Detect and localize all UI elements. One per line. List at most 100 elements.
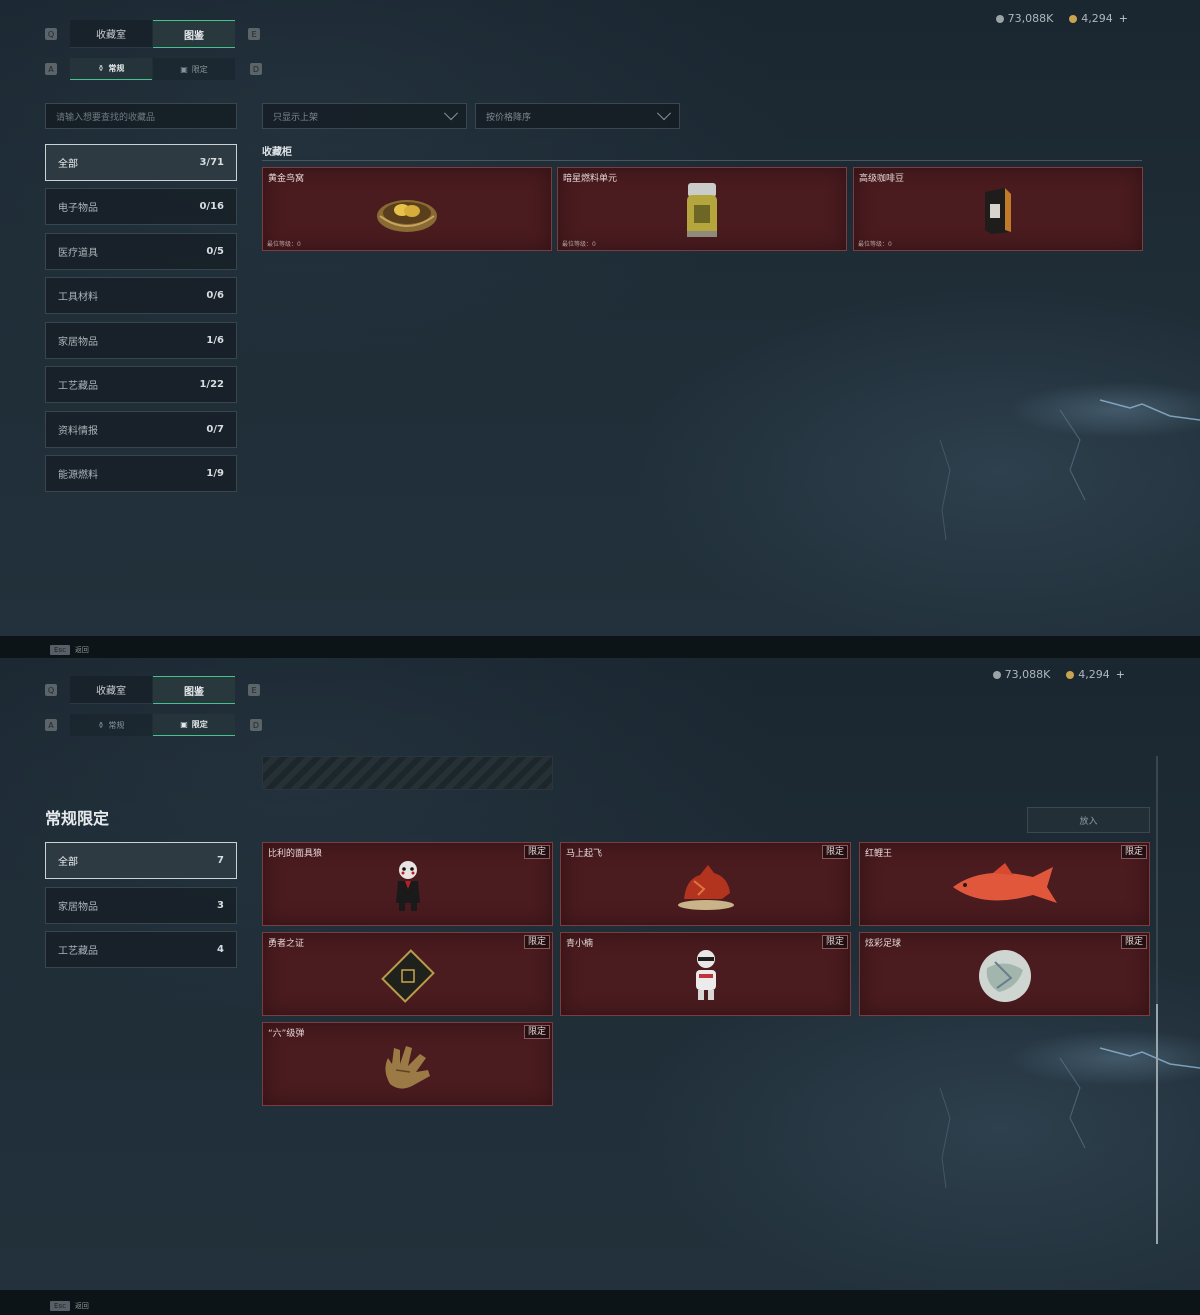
tab-regular-label: 常规 [108, 720, 125, 730]
screen-footer: Esc 返回 [0, 1290, 1200, 1315]
limited-badge: 限定 [1120, 935, 1147, 949]
item-card-coffee-beans[interactable]: 高级咖啡豆 最位等级：0 [853, 167, 1143, 251]
limited-item-card[interactable]: “六”级弹 限定 [262, 1022, 553, 1106]
section-title: 收藏柜 [262, 147, 292, 158]
key-hint-right: E [248, 684, 260, 696]
tab-limited[interactable]: ▣ 限定 [153, 58, 235, 80]
currency-bar: 73,088K 4,294+ [995, 12, 1128, 25]
gold-currency: 4,294+ [1069, 12, 1128, 25]
silver-amount: 73,088K [1004, 668, 1051, 681]
limited-item-card[interactable]: 比利的面具狼 限定 [262, 842, 553, 926]
add-currency-button[interactable]: + [1118, 12, 1128, 25]
item-name: 勇者之证 [268, 939, 305, 949]
tab-regular-label: 常规 [108, 64, 125, 73]
scrollbar[interactable] [1156, 756, 1158, 1244]
limited-badge: 限定 [523, 845, 550, 859]
limited-item-card[interactable]: 马上起飞 限定 [560, 842, 851, 926]
item-card-fuel-cell[interactable]: 暗星燃料单元 最位等级：0 [557, 167, 847, 251]
item-level: 最位等级：0 [562, 241, 596, 248]
item-name: 黄金鸟窝 [268, 174, 305, 184]
category-count: 0/16 [199, 201, 224, 212]
tab-regular[interactable]: ⚱ 常规 [70, 714, 152, 736]
collection-screen-regular: Q 收藏室 图鉴 E A ⚱ 常规 ▣ 限定 D 73,088K 4,294+ … [0, 0, 1200, 636]
key-hint-left: Q [45, 684, 57, 696]
esc-key: Esc [50, 1301, 70, 1311]
scrollbar-thumb[interactable] [1156, 1004, 1158, 1244]
gold-currency: 4,294 + [1066, 668, 1125, 681]
subkey-hint-right: D [250, 719, 262, 731]
category-label: 电子物品 [58, 203, 98, 214]
gold-coin-icon [1066, 671, 1075, 679]
silver-coin-icon [995, 15, 1004, 23]
limited-item-card[interactable]: 红鲤王 限定 [859, 842, 1150, 926]
limited-item-card[interactable]: 勇者之证 限定 [262, 932, 553, 1016]
tab-limited-label: 限定 [191, 64, 208, 74]
item-name: 暗星燃料单元 [563, 174, 618, 184]
red-horse-icon [677, 864, 734, 910]
silver-currency: 73,088K [992, 668, 1051, 681]
limited-item-card[interactable]: 青小楠 限定 [560, 932, 851, 1016]
category-count: 3/71 [199, 157, 224, 168]
item-name: 高级咖啡豆 [859, 174, 905, 184]
tab-limited[interactable]: ▣ 限定 [153, 714, 235, 736]
filter-dropdown[interactable]: 只显示上架 [262, 103, 467, 129]
lightning-icon [939, 399, 1200, 540]
tab-regular[interactable]: ⚱ 常规 [70, 58, 152, 80]
tab-collection-room[interactable]: 收藏室 [70, 20, 152, 48]
limited-banner [262, 756, 553, 790]
item-card-golden-nest[interactable]: 黄金鸟窝 最位等级：0 [262, 167, 552, 251]
golden-nest-icon [377, 199, 437, 232]
gold-amount: 4,294 [1078, 668, 1110, 681]
category-count: 7 [217, 855, 224, 866]
subkey-hint-left: A [45, 719, 57, 731]
item-level: 最位等级：0 [858, 241, 892, 248]
esc-key: Esc [50, 645, 70, 655]
item-name: “六”级弹 [268, 1029, 305, 1039]
category-electronics[interactable]: 电子物品 0/16 [45, 188, 237, 225]
add-currency-button[interactable]: + [1115, 668, 1125, 681]
tab-codex[interactable]: 图鉴 [153, 676, 235, 704]
tab-limited-label: 限定 [191, 720, 208, 729]
esc-back-hint[interactable]: Esc 返回 [50, 645, 89, 655]
red-carp-icon [952, 862, 1057, 903]
limited-badge: 限定 [821, 935, 848, 949]
box-icon: ▣ [180, 720, 188, 729]
category-label: 工艺藏品 [58, 946, 98, 957]
tab-collection-room[interactable]: 收藏室 [70, 676, 152, 704]
category-count: 1/9 [206, 468, 224, 479]
search-input[interactable]: 请输入想要查找的收藏品 [45, 103, 237, 129]
category-label: 家居物品 [58, 337, 98, 348]
search-placeholder: 请输入想要查找的收藏品 [56, 112, 156, 123]
tab-codex[interactable]: 图鉴 [153, 20, 235, 48]
esc-label: 返回 [74, 646, 89, 654]
limited-item-card[interactable]: 炫彩足球 限定 [859, 932, 1150, 1016]
chevron-down-icon [656, 106, 672, 121]
lightning-decoration [880, 1028, 1200, 1188]
robot-figure-icon [695, 949, 716, 1000]
silver-currency: 73,088K [995, 12, 1053, 25]
coffee-bag-icon [985, 187, 1011, 234]
section-divider [262, 160, 1142, 161]
bottle-icon: ⚱ [97, 720, 105, 730]
category-count: 0/7 [206, 424, 224, 435]
put-in-button[interactable]: 放入 [1027, 807, 1150, 833]
limited-badge: 限定 [1120, 845, 1147, 859]
filter-label: 只显示上架 [273, 112, 319, 123]
item-name: 青小楠 [566, 939, 594, 949]
limited-badge: 限定 [821, 845, 848, 859]
item-name: 马上起飞 [566, 849, 603, 859]
item-level: 最位等级：0 [267, 241, 301, 248]
limited-badge: 限定 [523, 935, 550, 949]
sort-dropdown[interactable]: 按价格降序 [475, 103, 680, 129]
esc-back-hint[interactable]: Esc 返回 [50, 1301, 89, 1311]
